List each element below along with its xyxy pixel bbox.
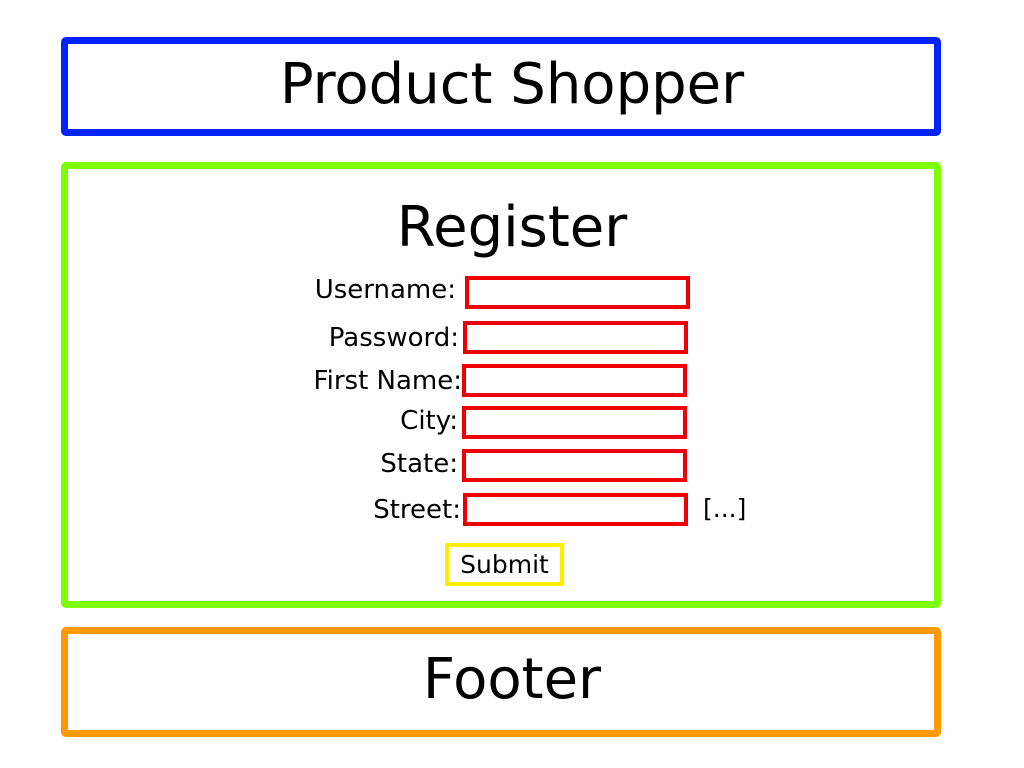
- username-label: Username:: [314, 275, 456, 305]
- first-name-label: First Name:: [313, 366, 462, 396]
- register-heading: Register: [396, 195, 628, 260]
- password-input[interactable]: [463, 321, 688, 354]
- footer-section: [61, 627, 941, 737]
- city-label: City:: [400, 406, 458, 436]
- state-label: State:: [380, 449, 458, 479]
- more-fields-indicator: [...]: [703, 494, 747, 523]
- password-label: Password:: [328, 323, 459, 353]
- state-input[interactable]: [462, 449, 687, 482]
- city-input[interactable]: [462, 406, 687, 439]
- footer-title: Footer: [422, 647, 602, 712]
- submit-button[interactable]: Submit: [445, 543, 564, 586]
- site-title: Product Shopper: [279, 52, 745, 117]
- street-label: Street:: [373, 495, 461, 525]
- street-input[interactable]: [463, 493, 688, 526]
- first-name-input[interactable]: [462, 364, 687, 397]
- main-section: [61, 162, 941, 608]
- username-input[interactable]: [465, 276, 690, 309]
- header-section: [61, 37, 941, 136]
